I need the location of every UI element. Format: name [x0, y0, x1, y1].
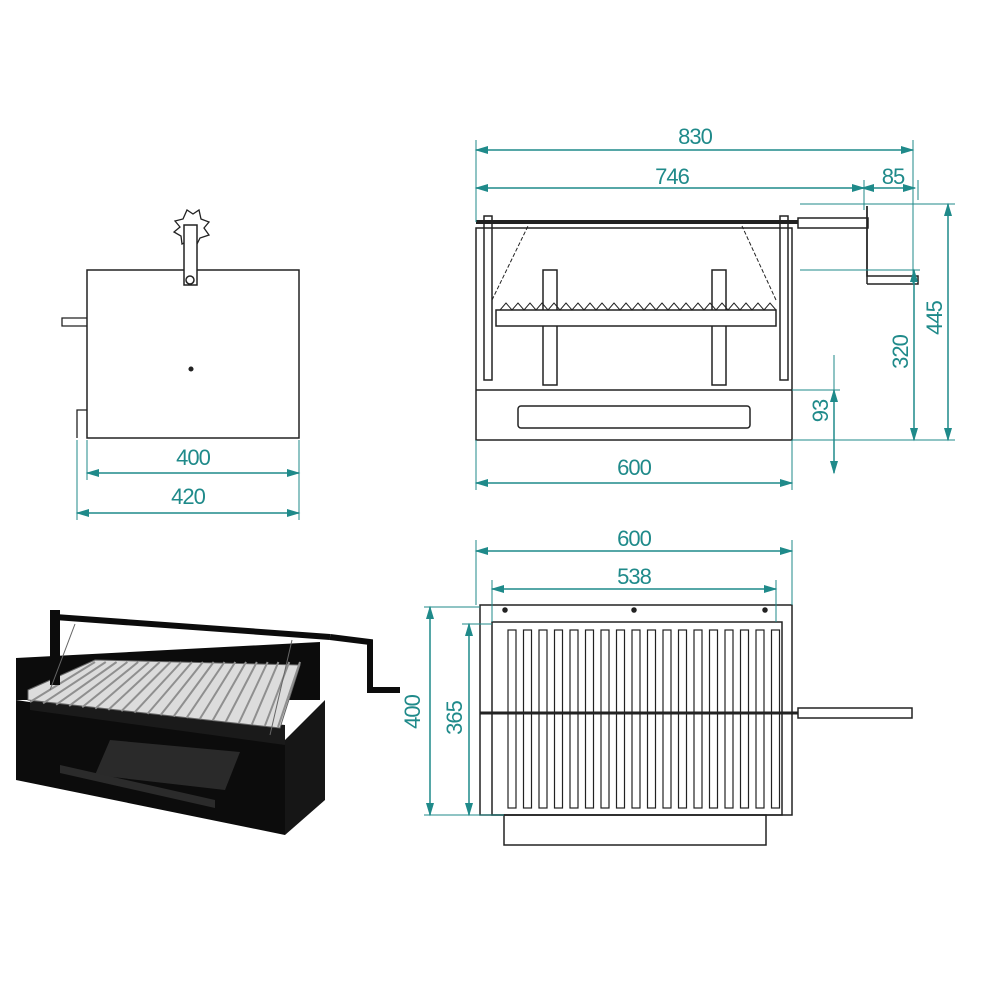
dim-top-grill-width: 538: [617, 564, 651, 589]
grill-bar: [693, 629, 703, 809]
render-grill-bar: [55, 661, 118, 706]
grill-bar: [507, 629, 517, 809]
grill-bar: [522, 629, 533, 809]
grill-bar: [615, 629, 626, 809]
render-grill-bar: [198, 661, 237, 720]
grill-bar: [538, 629, 548, 809]
render-grill-bar: [264, 661, 291, 727]
dim-front-body-width: 600: [617, 455, 651, 480]
render-charcoal-tray: [95, 740, 240, 790]
render-grill-bar: [29, 661, 96, 703]
grill-bar: [584, 629, 595, 809]
dim-front-overall-height: 445: [922, 300, 947, 334]
side-hook: [61, 317, 87, 327]
render-grill-bar: [68, 661, 128, 707]
front-drawer-handle: [517, 405, 751, 429]
side-panel: [86, 269, 300, 439]
center-mark: [188, 366, 194, 372]
spit-wheel-icon: [172, 208, 211, 286]
grill-bar: [553, 629, 564, 809]
dim-front-handle-reach: 85: [882, 164, 905, 189]
dim-front-grill-height: 320: [888, 334, 913, 368]
render-grill-bar: [277, 661, 301, 728]
render-grill-bar: [107, 661, 161, 711]
dim-top-body-depth: 400: [400, 694, 425, 728]
front-body: [475, 227, 793, 441]
grill-bar: [708, 629, 719, 809]
render-grill-bar: [42, 661, 107, 705]
render-grill-bar: [250, 661, 280, 725]
dim-front-drawer-height: 93: [808, 399, 833, 422]
render-grill-bar: [172, 661, 215, 718]
grill-bar: [755, 629, 765, 809]
spit-rod-extension: [797, 217, 869, 229]
render-spit-rod: [54, 614, 331, 640]
top-spit-extension: [797, 707, 913, 719]
dim-side-outer-width: 420: [171, 484, 205, 509]
dimension-lines: [75, 140, 955, 817]
top-body: [479, 604, 793, 816]
render-grill-bar: [133, 661, 183, 714]
render-grill-bar: [146, 661, 193, 715]
grill-bar: [569, 629, 579, 809]
top-view: [479, 604, 913, 846]
grill-bars: [507, 629, 781, 809]
dim-top-grill-depth: 365: [442, 700, 467, 734]
grill-3d-render: [16, 610, 400, 835]
grill-bar: [677, 629, 688, 809]
dim-front-overall-width: 830: [678, 124, 712, 149]
render-grill-bar: [94, 661, 150, 710]
front-view: [475, 206, 919, 441]
side-view: [61, 208, 300, 439]
dim-side-inner-width: 400: [176, 445, 210, 470]
grill-bar: [600, 629, 610, 809]
render-grill-bar: [120, 661, 172, 712]
render-grill-bars: [29, 661, 301, 728]
grill-bar: [646, 629, 657, 809]
grill-bar: [770, 629, 781, 809]
crank-handle: [866, 206, 919, 285]
top-grill: [491, 621, 783, 816]
grill-bar: [662, 629, 672, 809]
top-drawer: [503, 814, 767, 846]
dim-front-rod-span: 746: [655, 164, 689, 189]
render-right-side: [285, 700, 325, 835]
render-grill-bar: [237, 661, 269, 724]
front-grill-bar: [495, 309, 777, 327]
render-grill-bar: [159, 661, 204, 716]
render-grill-bar: [185, 661, 226, 719]
grill-bar: [724, 629, 734, 809]
grill-bar: [631, 629, 641, 809]
grill-bar: [739, 629, 750, 809]
render-grill-bar: [81, 661, 139, 709]
dim-top-body-width: 600: [617, 526, 651, 551]
render-grill-bar: [224, 661, 258, 723]
render-grill-bar: [211, 661, 247, 721]
